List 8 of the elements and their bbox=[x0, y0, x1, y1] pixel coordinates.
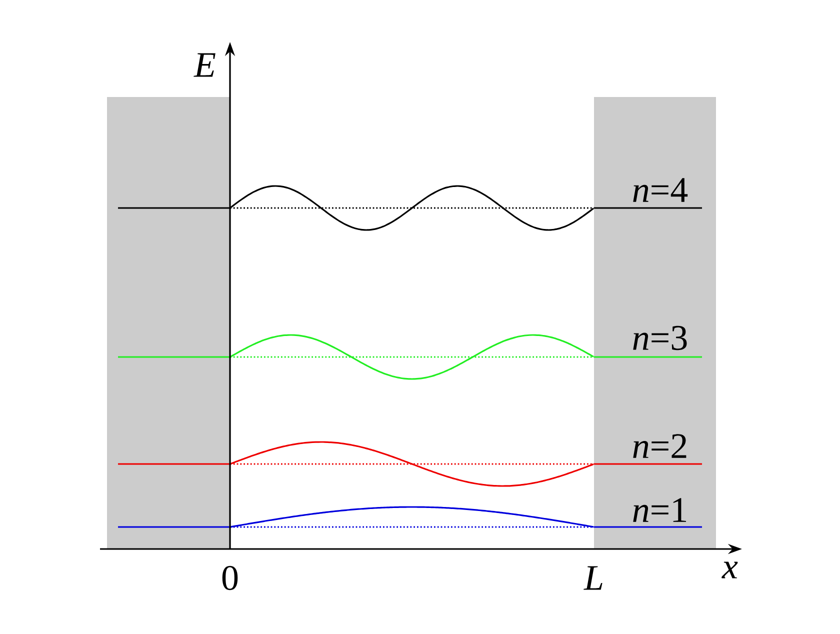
axis-label: x bbox=[722, 562, 738, 578]
level-label: n=4 bbox=[633, 178, 688, 202]
tick-label: L bbox=[584, 566, 602, 590]
level-label: n=1 bbox=[633, 498, 686, 522]
axis-label: E bbox=[194, 53, 216, 77]
level-label: n=2 bbox=[633, 434, 686, 458]
level-label: n=3 bbox=[633, 326, 687, 350]
tick-label: 0 bbox=[222, 566, 238, 590]
